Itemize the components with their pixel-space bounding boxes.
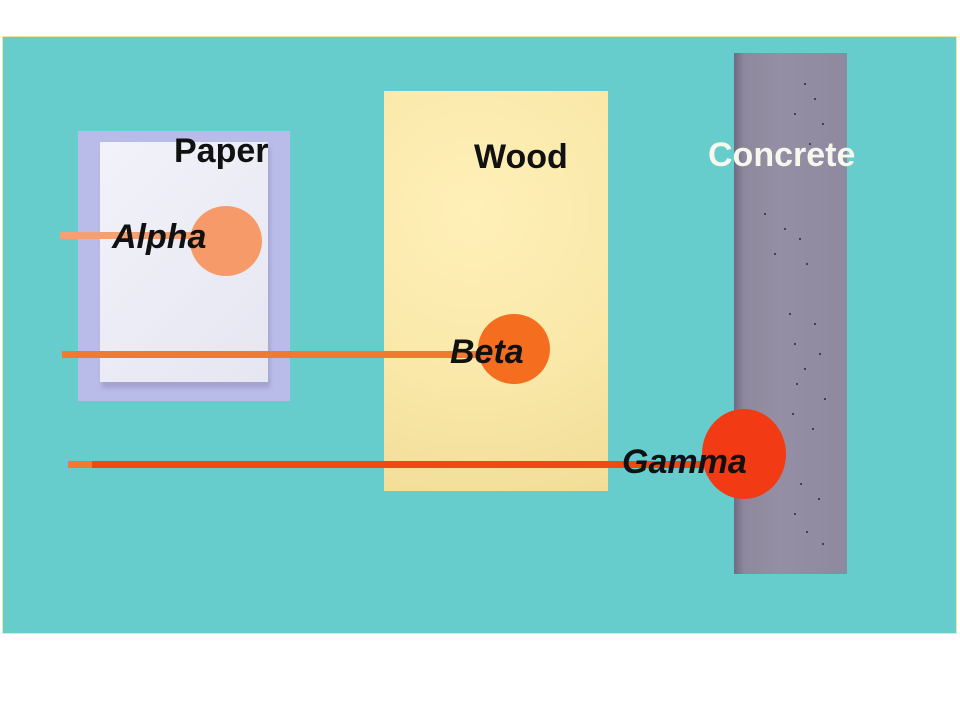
beta-particle <box>478 314 550 384</box>
beta-label: Beta <box>450 333 524 371</box>
concrete-speck <box>804 368 806 370</box>
wood-block <box>384 91 608 491</box>
gamma-ray-tail <box>68 461 92 468</box>
alpha-ray <box>60 232 210 239</box>
concrete-speck <box>809 143 811 145</box>
gamma-label: Gamma <box>622 443 747 481</box>
concrete-speck <box>789 313 791 315</box>
concrete-speck <box>806 263 808 265</box>
alpha-particle <box>190 206 262 276</box>
concrete-speck <box>764 213 766 215</box>
beta-ray <box>62 351 514 358</box>
concrete-speck <box>818 498 820 500</box>
concrete-speck <box>792 413 794 415</box>
gamma-particle <box>702 409 786 499</box>
concrete-speck <box>774 253 776 255</box>
concrete-speck <box>824 398 826 400</box>
concrete-speck <box>806 531 808 533</box>
concrete-speck <box>819 353 821 355</box>
concrete-speck <box>804 83 806 85</box>
concrete-speck <box>784 228 786 230</box>
concrete-speck <box>814 98 816 100</box>
paper-label: Paper <box>174 132 269 170</box>
concrete-label: Concrete <box>708 136 856 174</box>
alpha-label: Alpha <box>112 218 207 256</box>
concrete-speck <box>794 343 796 345</box>
concrete-speck <box>796 383 798 385</box>
concrete-speck <box>822 543 824 545</box>
concrete-speck <box>812 428 814 430</box>
concrete-speck <box>800 483 802 485</box>
concrete-speck <box>799 238 801 240</box>
concrete-speck <box>814 323 816 325</box>
concrete-speck <box>822 123 824 125</box>
wood-label: Wood <box>474 138 568 176</box>
concrete-speck <box>794 113 796 115</box>
concrete-speck <box>794 513 796 515</box>
gamma-ray <box>68 461 744 468</box>
